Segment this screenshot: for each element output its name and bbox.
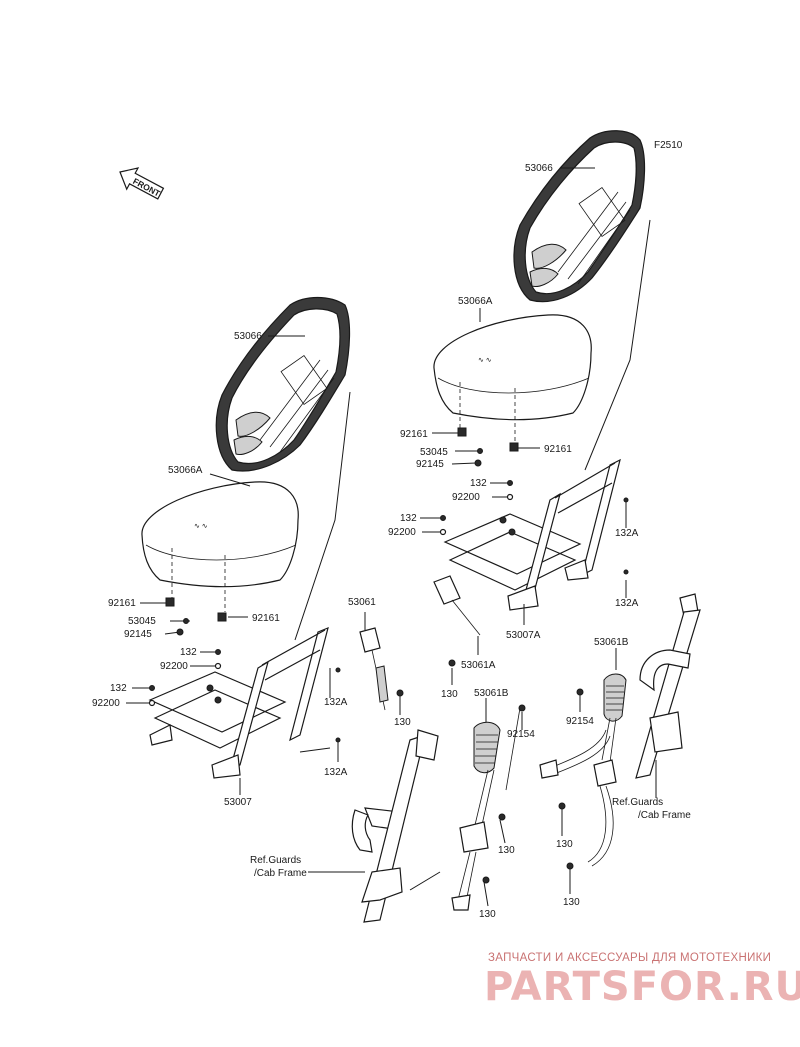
part-label: 132 bbox=[400, 513, 417, 524]
part-label: 132A bbox=[324, 767, 348, 778]
part-label: 92145 bbox=[124, 629, 152, 640]
part-label: 130 bbox=[479, 909, 496, 920]
part-label: 132 bbox=[180, 647, 197, 658]
part-label: /Cab Frame bbox=[254, 868, 307, 879]
part-label: 53066 bbox=[525, 163, 553, 174]
part-label: 92154 bbox=[507, 729, 535, 740]
part-label: 53061B bbox=[474, 688, 509, 699]
part-label: 92161 bbox=[108, 598, 136, 609]
part-label: 130 bbox=[498, 845, 515, 856]
part-label: 92200 bbox=[92, 698, 120, 709]
middle-leader-lines bbox=[308, 698, 523, 907]
part-label: 130 bbox=[563, 897, 580, 908]
right-seat-back bbox=[513, 130, 646, 303]
part-label: 53045 bbox=[128, 616, 156, 627]
diagram-code: F2510 bbox=[654, 140, 683, 151]
part-label: 92200 bbox=[160, 661, 188, 672]
rear-seat-belt-retractor bbox=[539, 593, 701, 867]
part-label: 132A bbox=[324, 697, 348, 708]
part-label: 53061A bbox=[461, 660, 496, 671]
part-label: 92161 bbox=[400, 429, 428, 440]
part-label: 53066 bbox=[234, 331, 262, 342]
part-label: 132A bbox=[615, 528, 639, 539]
part-label: 53045 bbox=[420, 447, 448, 458]
part-label: 132 bbox=[470, 478, 487, 489]
part-label: 53066A bbox=[168, 465, 203, 476]
right-leader-lines bbox=[420, 167, 651, 685]
front-arrow-icon: FRONT bbox=[119, 167, 165, 200]
part-label: 53007A bbox=[506, 630, 541, 641]
right-seat-cushion: ∿ ∿ bbox=[433, 314, 592, 445]
left-leader-lines bbox=[126, 335, 401, 795]
part-label: 132A bbox=[615, 598, 639, 609]
part-label: 130 bbox=[441, 689, 458, 700]
part-label: 92161 bbox=[252, 613, 280, 624]
part-label: 53061B bbox=[594, 637, 629, 648]
part-label: /Cab Frame bbox=[638, 810, 691, 821]
part-label: 92161 bbox=[544, 444, 572, 455]
part-label: 132 bbox=[110, 683, 127, 694]
part-label: 130 bbox=[556, 839, 573, 850]
svg-text:∿ ∿: ∿ ∿ bbox=[478, 357, 492, 364]
middle-seat-belt-retractor bbox=[351, 707, 521, 923]
left-seat-cushion: ∿ ∿ bbox=[141, 481, 299, 612]
bolt bbox=[566, 862, 574, 870]
bolt bbox=[576, 688, 584, 696]
part-label: 92145 bbox=[416, 459, 444, 470]
left-seat-back bbox=[215, 296, 351, 472]
part-label: 53061 bbox=[348, 597, 376, 608]
right-fasteners bbox=[439, 427, 629, 575]
part-label: 92200 bbox=[388, 527, 416, 538]
part-label: 53066A bbox=[458, 296, 493, 307]
bolt bbox=[498, 813, 506, 821]
part-label: Ref.Guards bbox=[250, 855, 301, 866]
left-fasteners bbox=[148, 597, 341, 743]
left-seat-frame bbox=[148, 627, 329, 779]
bolt bbox=[558, 802, 566, 810]
part-label: Ref.Guards bbox=[612, 797, 663, 808]
right-seat-frame bbox=[443, 458, 621, 611]
bolt bbox=[482, 876, 490, 884]
part-label: 130 bbox=[394, 717, 411, 728]
right-seat-belt-buckle bbox=[433, 575, 481, 667]
part-label: 92154 bbox=[566, 716, 594, 727]
left-seat-belt-buckle bbox=[359, 627, 404, 711]
part-label: 53007 bbox=[224, 797, 252, 808]
part-label: 92200 bbox=[452, 492, 480, 503]
bolt bbox=[518, 704, 526, 712]
svg-text:∿ ∿: ∿ ∿ bbox=[194, 523, 208, 530]
watermark-logo: PARTSFOR.RU bbox=[484, 964, 800, 1010]
rear-leader-lines bbox=[561, 648, 657, 894]
watermark-tagline: ЗАПЧАСТИ И АКСЕССУАРЫ ДЛЯ МОТОТЕХНИКИ bbox=[488, 952, 772, 964]
